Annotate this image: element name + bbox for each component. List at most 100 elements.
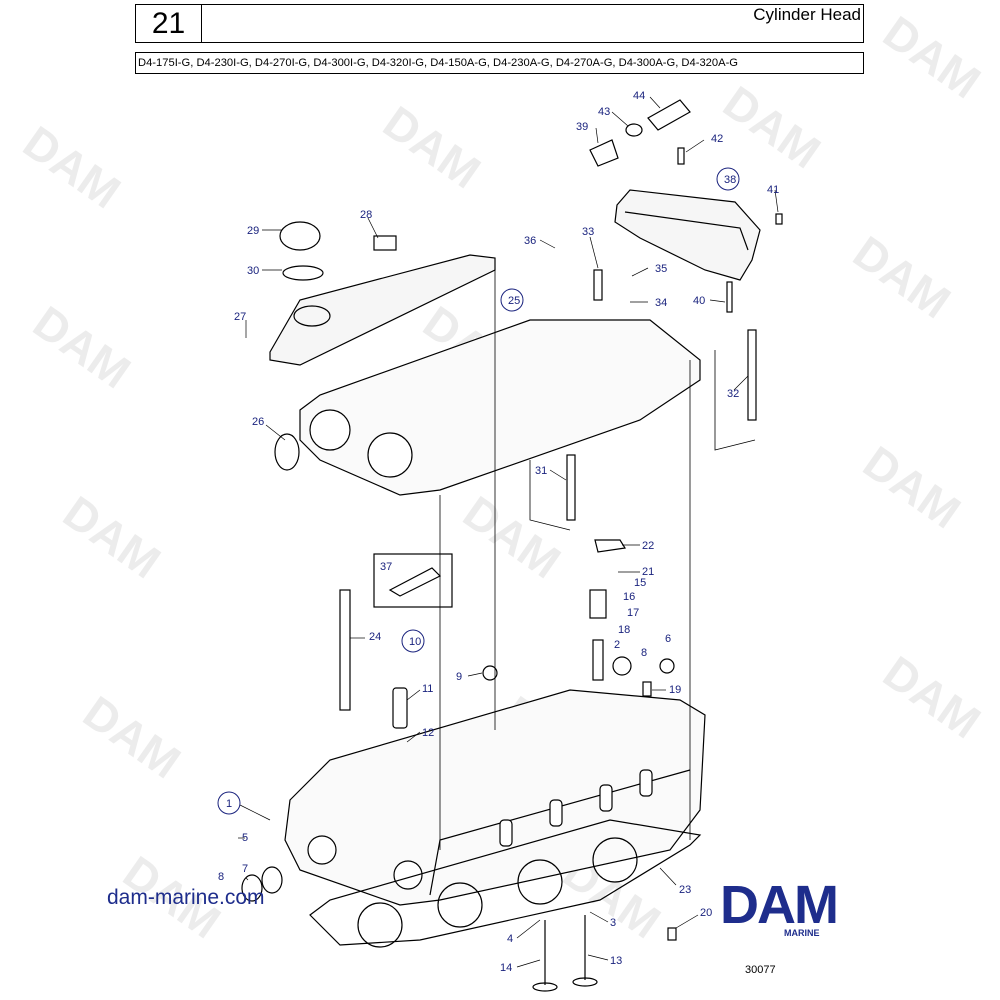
valve-spring-part — [589, 589, 607, 619]
head-bolt-part — [339, 589, 351, 711]
callout-16: 16 — [623, 591, 635, 603]
injector-sleeve-part — [392, 687, 408, 729]
callout-38: 38 — [724, 174, 736, 186]
cylinder-head-part — [284, 689, 706, 906]
valve-head — [572, 977, 598, 987]
callout-33: 33 — [582, 226, 594, 238]
port-opening — [639, 769, 653, 797]
page-title: Cylinder Head — [753, 5, 861, 24]
callout-34: 34 — [655, 297, 667, 309]
stud-part — [726, 281, 733, 313]
callout-8: 8 — [641, 647, 647, 659]
callout-20: 20 — [700, 907, 712, 919]
callout-numbers: 38 25 10 1 44 43 39 42 41 28 29 30 27 36… — [218, 90, 779, 974]
watermark: DAM — [454, 486, 570, 589]
hose-clamp-part — [625, 123, 643, 137]
header: 21 Cylinder Head — [135, 4, 864, 43]
callout-19: 19 — [669, 684, 681, 696]
filler-cap-part — [279, 221, 321, 251]
callout-18: 18 — [618, 624, 630, 636]
seal-ring-part — [261, 866, 283, 894]
callout-36: 36 — [524, 235, 536, 247]
plug-part — [659, 658, 675, 674]
gasket-bore — [437, 882, 483, 928]
callout-35: 35 — [655, 263, 667, 275]
cap-part — [482, 665, 498, 681]
rocker-arm-part — [594, 539, 626, 553]
bolt-part — [677, 147, 685, 165]
callout-1: 1 — [226, 798, 232, 810]
part-outlines — [241, 99, 783, 992]
breather-fitting-part — [589, 139, 619, 167]
filler-cap-seal-part — [282, 265, 324, 281]
bolt-part — [593, 269, 603, 301]
watermark: DAM — [54, 486, 170, 589]
gasket-bore — [357, 902, 403, 948]
watermark: DAM — [874, 646, 990, 749]
website-link[interactable]: dam-marine.com — [107, 886, 265, 909]
callout-26: 26 — [252, 416, 264, 428]
gasket-bore — [592, 837, 638, 883]
guide-line — [714, 350, 756, 451]
callout-22: 22 — [642, 540, 654, 552]
callout-37: 37 — [380, 561, 392, 573]
watermark: DAM — [374, 96, 490, 199]
callout-25: 25 — [508, 295, 520, 307]
leader-lines — [235, 96, 779, 968]
circled-callout-rings — [217, 167, 740, 815]
callout-10: 10 — [409, 636, 421, 648]
head-bore — [307, 835, 337, 865]
nut-part — [775, 213, 783, 225]
cam-seal-part — [274, 433, 300, 471]
gasket-bore — [517, 859, 563, 905]
pin-part — [642, 681, 652, 697]
head-gasket-part — [309, 819, 702, 946]
watermark: DAM — [844, 226, 960, 329]
watermark: DAM — [854, 436, 970, 539]
callout-6: 6 — [665, 633, 671, 645]
bolt-part — [566, 454, 576, 521]
callout-31: 31 — [535, 465, 547, 477]
callout-28: 28 — [360, 209, 372, 221]
filler-neck-part — [293, 305, 331, 327]
callout-39: 39 — [576, 121, 588, 133]
carrier-bore — [309, 409, 351, 451]
callout-29: 29 — [247, 225, 259, 237]
watermark: DAM — [24, 296, 140, 399]
fitting-part — [373, 235, 397, 251]
callout-2: 2 — [614, 639, 620, 651]
page-number: 21 — [136, 5, 202, 42]
callout-15: 15 — [634, 577, 646, 589]
logo-text: DAM — [720, 875, 837, 930]
callout-5: 5 — [242, 832, 248, 844]
dowel-part — [667, 927, 677, 941]
callout-30: 30 — [247, 265, 259, 277]
breather-hose-part — [647, 99, 691, 131]
watermark: DAM — [874, 6, 990, 109]
callout-8b: 8 — [218, 871, 224, 883]
callout-42: 42 — [711, 133, 723, 145]
bolt-part — [747, 329, 757, 421]
callout-11: 11 — [422, 683, 433, 695]
callout-27: 27 — [234, 311, 246, 323]
model-list: D4-175I-G, D4-230I-G, D4-270I-G, D4-300I… — [135, 52, 864, 74]
head-bore — [393, 860, 423, 890]
callout-14: 14 — [500, 962, 512, 974]
guide-line — [529, 460, 571, 531]
callout-7: 7 — [242, 863, 248, 875]
callout-40: 40 — [693, 295, 705, 307]
callout-44: 44 — [633, 90, 645, 102]
valve-guide-part — [592, 639, 604, 681]
dam-logo: DAM — [720, 875, 839, 930]
logo-subtitle: MARINE — [784, 928, 820, 938]
port-opening — [599, 784, 613, 812]
callout-17: 17 — [627, 607, 639, 619]
valve-cover-part — [614, 189, 761, 281]
seal-ring-part — [241, 874, 263, 902]
callout-13: 13 — [610, 955, 622, 967]
port-opening — [549, 799, 563, 827]
watermark: DAM — [14, 116, 130, 219]
valve-cover-edge — [624, 211, 749, 251]
